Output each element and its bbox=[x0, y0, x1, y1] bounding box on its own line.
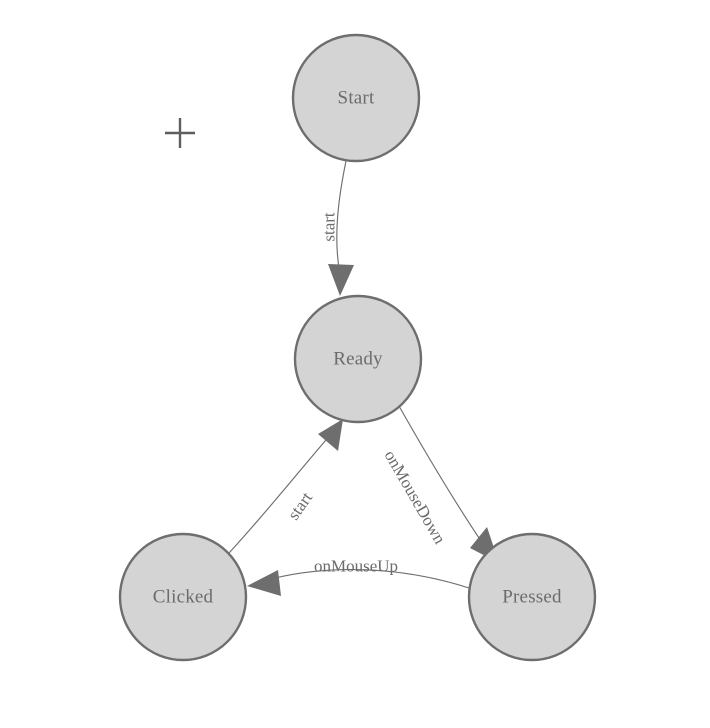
edge-path-start-to-ready bbox=[336, 160, 347, 269]
edge-path-clicked-to-ready bbox=[228, 439, 327, 554]
node-pressed-label: Pressed bbox=[502, 587, 562, 608]
edge-pressed-to-clicked[interactable] bbox=[247, 568, 470, 596]
node-clicked-circle bbox=[118, 532, 248, 662]
node-pressed-circle bbox=[467, 532, 597, 662]
edge-path-ready-to-pressed bbox=[398, 405, 482, 542]
node-start-label: Start bbox=[338, 88, 375, 109]
arrowhead-start-to-ready bbox=[328, 264, 354, 296]
crosshair-icon bbox=[165, 118, 195, 148]
edge-label-clicked-to-ready: start bbox=[284, 488, 317, 523]
arrowhead-clicked-to-ready bbox=[318, 419, 343, 451]
node-clicked[interactable]: Clicked bbox=[118, 532, 248, 662]
node-ready-circle bbox=[293, 294, 423, 424]
node-start[interactable]: Start bbox=[291, 33, 421, 163]
edge-path-pressed-to-clicked bbox=[274, 568, 470, 589]
edge-label-pressed-to-clicked: onMouseUp bbox=[314, 557, 398, 576]
edge-clicked-to-ready[interactable] bbox=[228, 419, 343, 554]
node-ready[interactable]: Ready bbox=[293, 294, 423, 424]
arrowhead-pressed-to-clicked bbox=[247, 570, 281, 596]
node-clicked-label: Clicked bbox=[153, 587, 214, 608]
node-pressed[interactable]: Pressed bbox=[467, 532, 597, 662]
edge-label-ready-to-pressed: onMouseDown bbox=[381, 447, 450, 548]
edge-label-start-to-ready: start bbox=[320, 212, 339, 242]
edge-start-to-ready[interactable] bbox=[328, 160, 354, 296]
node-start-circle bbox=[291, 33, 421, 163]
node-ready-label: Ready bbox=[333, 349, 383, 370]
